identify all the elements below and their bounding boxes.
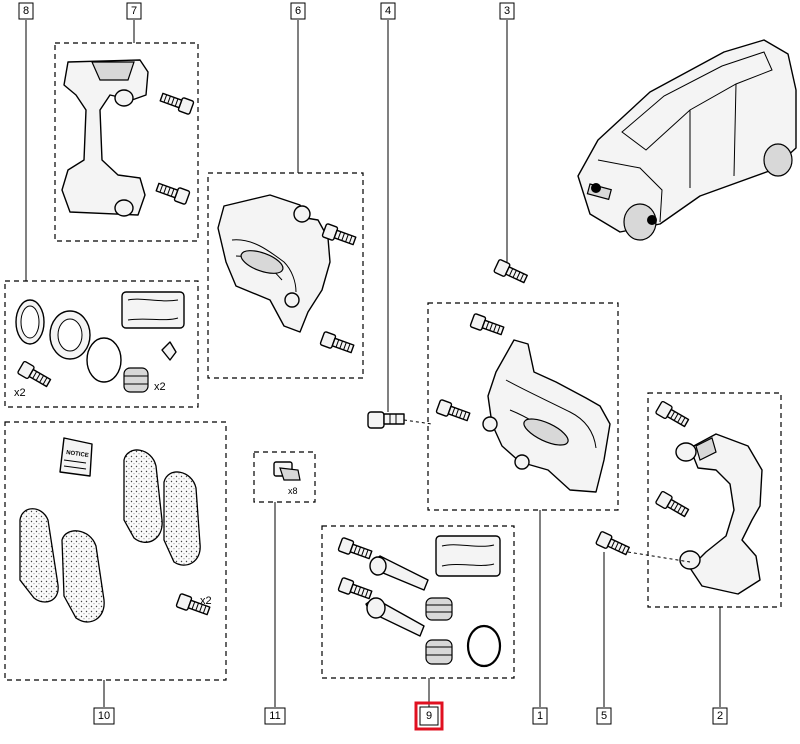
qty-kit8-bolt: x2 [14, 387, 26, 399]
callout-8[interactable]: 8 [18, 2, 34, 20]
qty-kit11-clip: x8 [288, 486, 298, 496]
svg-text:1: 1 [537, 710, 543, 722]
callout-7[interactable]: 7 [126, 2, 142, 20]
leader-lines [25, 20, 721, 707]
svg-text:9: 9 [426, 710, 432, 722]
group-7-carrier-bracket[interactable] [54, 42, 199, 242]
o-ring [86, 337, 122, 383]
notice-label: NOTICE [66, 450, 89, 459]
group-11-clips[interactable]: x8 [253, 451, 316, 503]
callout-3[interactable]: 3 [499, 2, 515, 20]
callout-5[interactable]: 5 [596, 707, 612, 725]
group-3-bolt[interactable] [492, 258, 530, 287]
svg-text:4: 4 [385, 5, 391, 17]
qty-kit8-boot: x2 [154, 381, 166, 393]
group-2-carrier-bracket[interactable] [647, 392, 782, 608]
callout-4[interactable]: 4 [380, 2, 396, 20]
vehicle-illustration [577, 39, 797, 241]
callout-2[interactable]: 2 [712, 707, 728, 725]
grease-sachet-9 [435, 535, 501, 577]
callout-9[interactable]: 9 [414, 701, 444, 731]
group-5-bolt[interactable] [594, 530, 691, 563]
callout-11[interactable]: 11 [264, 707, 286, 725]
grease-sachet [121, 291, 185, 329]
svg-text:3: 3 [504, 5, 510, 17]
group-8-seal-kit[interactable]: x2 x2 [4, 280, 199, 408]
qty-kit10-bolt: x2 [200, 595, 212, 607]
group-6-caliper[interactable] [207, 172, 364, 379]
callout-10[interactable]: 10 [93, 707, 115, 725]
svg-text:11: 11 [269, 710, 280, 722]
group-10-brake-pads[interactable]: NOTICE x2 [4, 421, 227, 681]
callout-6[interactable]: 6 [290, 2, 306, 20]
svg-text:10: 10 [98, 710, 110, 722]
callout-9-highlight [414, 701, 444, 731]
svg-text:5: 5 [601, 710, 607, 722]
group-4-bleed-screw[interactable] [367, 411, 433, 429]
notice-leaflet: NOTICE [59, 437, 93, 477]
svg-text:6: 6 [295, 5, 301, 17]
group-1-caliper-assembly[interactable] [427, 302, 619, 511]
svg-text:2: 2 [717, 710, 723, 722]
svg-text:7: 7 [131, 5, 137, 17]
callout-1[interactable]: 1 [532, 707, 548, 725]
svg-text:8: 8 [23, 5, 29, 17]
guide-boot [123, 367, 149, 393]
group-9-guide-pin-kit[interactable] [321, 525, 515, 679]
